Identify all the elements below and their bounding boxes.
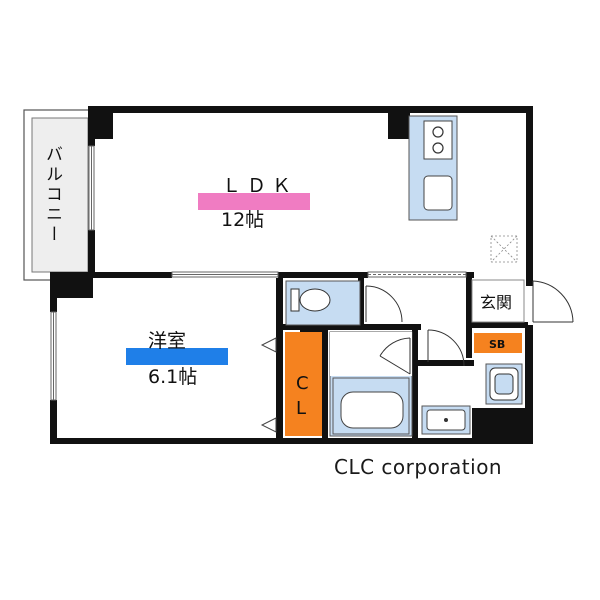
entrance: 玄関 (471, 279, 525, 323)
balcony: バルコニー (23, 109, 95, 281)
toilet-door (365, 285, 403, 323)
fridge-space-icon (490, 235, 518, 263)
closet-doors (260, 337, 277, 433)
western-color-band (126, 348, 228, 365)
western-room-label: 洋室 (148, 330, 186, 352)
shoe-box (474, 333, 522, 353)
washing-machine-icon (485, 363, 523, 405)
closet-label-c: C (296, 373, 309, 394)
entrance-label: 玄関 (480, 293, 512, 312)
sink-icon (423, 175, 453, 211)
bath-door (379, 337, 411, 375)
ldk-color-band (198, 193, 310, 210)
closet (285, 332, 322, 436)
kitchen-counter (408, 115, 458, 221)
shoe-box-label: SB (489, 338, 505, 351)
ldk-floor (90, 110, 528, 272)
windows (50, 145, 467, 401)
toilet-room (284, 278, 361, 326)
ldk-label: ＬＤＫ (222, 175, 297, 197)
bathtub-icon (340, 391, 404, 429)
western-room-size: 6.1帖 (148, 366, 197, 388)
bathroom (329, 331, 413, 437)
toilet-icon (290, 288, 331, 312)
balcony-label: バルコニー (42, 145, 62, 245)
entrance-door (532, 280, 574, 323)
washroom (421, 329, 471, 435)
closet-label-l: L (296, 398, 306, 419)
ldk-size: 12帖 (221, 209, 264, 231)
company-name: CLC corporation (334, 455, 503, 479)
